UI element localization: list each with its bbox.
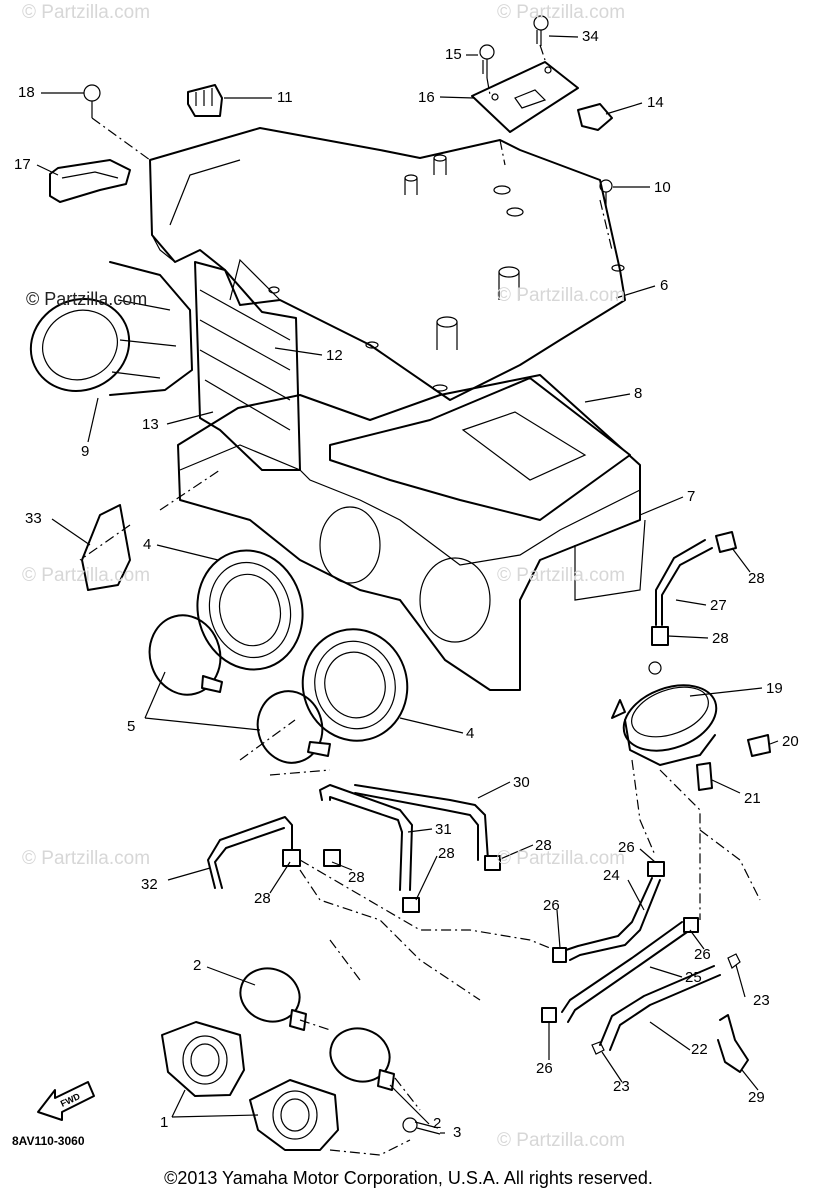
callout-28: 28 [348, 869, 365, 886]
cover-33 [81, 504, 131, 591]
callout-22: 22 [691, 1041, 708, 1058]
callout-4: 4 [143, 536, 152, 553]
air-box-case [177, 374, 641, 691]
bolt-18 [83, 84, 101, 118]
diagram-drawing [29, 15, 779, 1156]
fwd-arrow [37, 1081, 95, 1121]
callout-34: 34 [582, 28, 599, 45]
callout-11: 11 [277, 89, 293, 106]
bolt-34 [533, 15, 549, 46]
callout-25: 25 [685, 969, 702, 986]
callout-15: 15 [445, 46, 462, 63]
callout-5: 5 [127, 718, 136, 735]
hose-32 [207, 816, 293, 889]
callout-6: 6 [660, 277, 669, 294]
callout-28: 28 [438, 845, 455, 862]
callout-28: 28 [712, 630, 729, 647]
hose-31 [319, 784, 413, 891]
fuel-pump [611, 661, 718, 766]
callout-26: 26 [536, 1060, 553, 1077]
callout-28: 28 [748, 570, 765, 587]
hose-27 [655, 539, 713, 626]
callout-28: 28 [535, 837, 552, 854]
callout-26: 26 [543, 897, 560, 914]
callout-28: 28 [254, 890, 271, 907]
cover-bosses [268, 154, 625, 392]
callout-26: 26 [618, 839, 635, 856]
callout-1: 1 [160, 1114, 169, 1131]
callout-2: 2 [433, 1115, 442, 1132]
callout-20: 20 [782, 733, 799, 750]
clamp-5b [256, 690, 324, 764]
callout-29: 29 [748, 1089, 765, 1106]
watermark: © Partzilla.com [22, 2, 151, 23]
clamp-5a [148, 614, 222, 696]
watermark: © Partzilla.com [497, 285, 626, 306]
lid-8 [329, 377, 631, 521]
clamp-2b [329, 1027, 391, 1083]
hose-30 [354, 784, 489, 861]
watermark-overlay: © Partzilla.com [26, 289, 148, 309]
clip-14 [577, 103, 613, 131]
callout-3: 3 [453, 1124, 462, 1141]
callout-13: 13 [142, 416, 159, 433]
leader-lines [36, 35, 779, 1134]
callout-9: 9 [81, 443, 90, 460]
callout-27: 27 [710, 597, 727, 614]
callout-23: 23 [613, 1078, 630, 1095]
callout-16: 16 [418, 89, 435, 106]
watermark: © Partzilla.com [22, 848, 151, 869]
callout-8: 8 [634, 385, 643, 402]
callout-32: 32 [141, 876, 158, 893]
hose-22 [599, 965, 721, 1051]
callout-33: 33 [25, 510, 42, 527]
watermark: © Partzilla.com [497, 1130, 626, 1151]
callout-31: 31 [435, 821, 452, 838]
callout-26: 26 [694, 946, 711, 963]
element [194, 261, 301, 471]
intake-duct [29, 261, 193, 396]
diagram-code: 8AV110-3060 [12, 1134, 85, 1148]
clamp-2a [239, 967, 301, 1023]
callout-21: 21 [744, 790, 761, 807]
callout-4: 4 [466, 725, 475, 742]
callout-24: 24 [603, 867, 620, 884]
carb-joint-b [249, 1079, 339, 1151]
watermark: © Partzilla.com [497, 848, 626, 869]
grommet-11 [187, 84, 223, 117]
hose-25 [561, 921, 691, 1023]
hose-24 [565, 877, 661, 961]
screw-10 [599, 179, 613, 207]
cap-20 [747, 734, 771, 757]
callout-14: 14 [647, 94, 664, 111]
watermark: © Partzilla.com [22, 565, 151, 586]
clip-29 [717, 1014, 749, 1073]
callout-17: 17 [14, 156, 31, 173]
callout-7: 7 [687, 488, 696, 505]
bracket-17 [49, 159, 131, 203]
callout-30: 30 [513, 774, 530, 791]
bolt-15 [479, 44, 495, 78]
bolt-3 [402, 1117, 441, 1135]
carb-joint-a [161, 1021, 245, 1097]
bracket [471, 61, 579, 133]
callout-10: 10 [654, 179, 671, 196]
callout-2: 2 [193, 957, 202, 974]
watermark: © Partzilla.com [497, 565, 626, 586]
callout-12: 12 [326, 347, 343, 364]
callout-19: 19 [766, 680, 783, 697]
cap-21 [696, 762, 713, 791]
joint-lower [301, 628, 409, 742]
callout-18: 18 [18, 84, 35, 101]
air-box-cover [149, 127, 626, 401]
watermark: © Partzilla.com [497, 2, 626, 23]
copyright-notice: ©2013 Yamaha Motor Corporation, U.S.A. A… [164, 1168, 653, 1188]
joint-upper [196, 549, 304, 671]
callout-23: 23 [753, 992, 770, 1009]
